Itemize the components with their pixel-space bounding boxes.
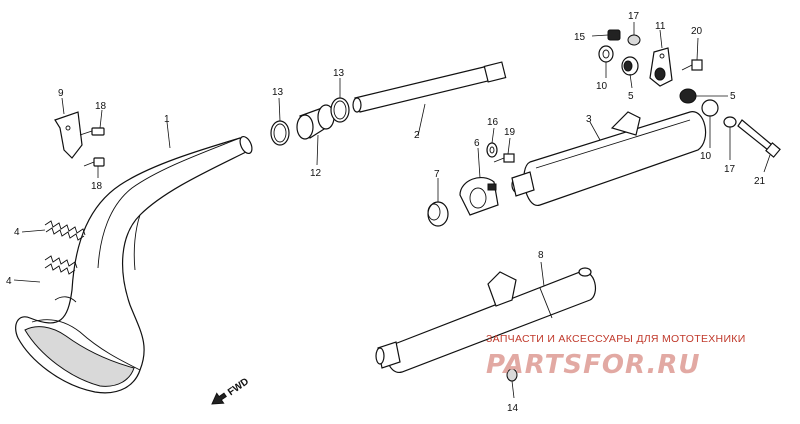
- callout-18a: 18: [95, 101, 107, 112]
- callout-15: 15: [574, 32, 586, 43]
- nut-15: [607, 29, 621, 41]
- stay-11: [649, 47, 673, 87]
- expansion-chamber: [15, 135, 253, 394]
- collar-10-left: [598, 45, 614, 63]
- mounting-bracket: [54, 111, 83, 159]
- forward-arrow: FWD: [211, 376, 251, 405]
- gasket-right: [330, 97, 350, 123]
- callout-13b: 13: [333, 68, 345, 79]
- bolt-20: [681, 59, 703, 71]
- watermark-logo: PARTSFOR.RU: [486, 350, 700, 380]
- callout-14: 14: [507, 403, 519, 414]
- callout-7: 7: [434, 169, 440, 180]
- callout-12: 12: [310, 168, 322, 179]
- callout-4a: 4: [14, 227, 20, 238]
- connecting-pipe: [352, 61, 507, 113]
- callout-18b: 18: [91, 181, 103, 192]
- callout-10a: 10: [596, 81, 608, 92]
- watermark-caption: ЗАПЧАСТИ И АКСЕССУАРЫ ДЛЯ МОТОТЕХНИКИ: [486, 333, 746, 345]
- callout-2: 2: [414, 130, 420, 141]
- bolt-19: [493, 153, 515, 163]
- washer-16: [486, 142, 498, 158]
- collar-10-right: [701, 99, 719, 117]
- leader-lines: [13, 22, 771, 399]
- callout-1: 1: [164, 114, 170, 125]
- callout-6: 6: [474, 138, 480, 149]
- watermark: ЗАПЧАСТИ И АКСЕССУАРЫ ДЛЯ МОТОТЕХНИКИ PA…: [486, 333, 746, 380]
- nut-14: [506, 368, 518, 382]
- bolt-upper: [79, 127, 105, 136]
- callout-21: 21: [754, 176, 766, 187]
- callout-3: 3: [586, 114, 592, 125]
- callout-11: 11: [655, 21, 666, 32]
- callout-4b: 4: [6, 276, 12, 287]
- callout-20: 20: [691, 26, 703, 37]
- spring-upper: [44, 220, 86, 241]
- bolt-21: [737, 119, 781, 158]
- exhaust-joint: [296, 104, 335, 140]
- washer-17-right: [723, 116, 737, 128]
- callout-5b: 5: [730, 91, 736, 102]
- silencer: [511, 111, 707, 206]
- callout-19: 19: [504, 127, 516, 138]
- forward-arrow-label: FWD: [226, 376, 251, 398]
- callout-17a: 17: [628, 11, 640, 22]
- gasket-left: [270, 120, 290, 146]
- bolt-lower: [83, 157, 105, 167]
- callout-8: 8: [538, 250, 544, 261]
- rubber-5-left: [621, 56, 639, 76]
- washer-17-top: [627, 34, 641, 46]
- spring-lower: [44, 255, 78, 275]
- callout-labels: 1 2 3 4 4 5 5 6 7 8 9 10 10 11 12 13 13 …: [6, 11, 766, 414]
- rubber-sleeve: [427, 201, 449, 227]
- callout-9: 9: [58, 88, 64, 99]
- callout-13a: 13: [272, 87, 284, 98]
- band-clamp: [459, 177, 499, 216]
- callout-17b: 17: [724, 164, 736, 175]
- callout-16: 16: [487, 117, 499, 128]
- callout-5a: 5: [628, 91, 634, 102]
- silencer-alt: [375, 267, 597, 373]
- rubber-5-right: [679, 88, 697, 104]
- callout-10b: 10: [700, 151, 712, 162]
